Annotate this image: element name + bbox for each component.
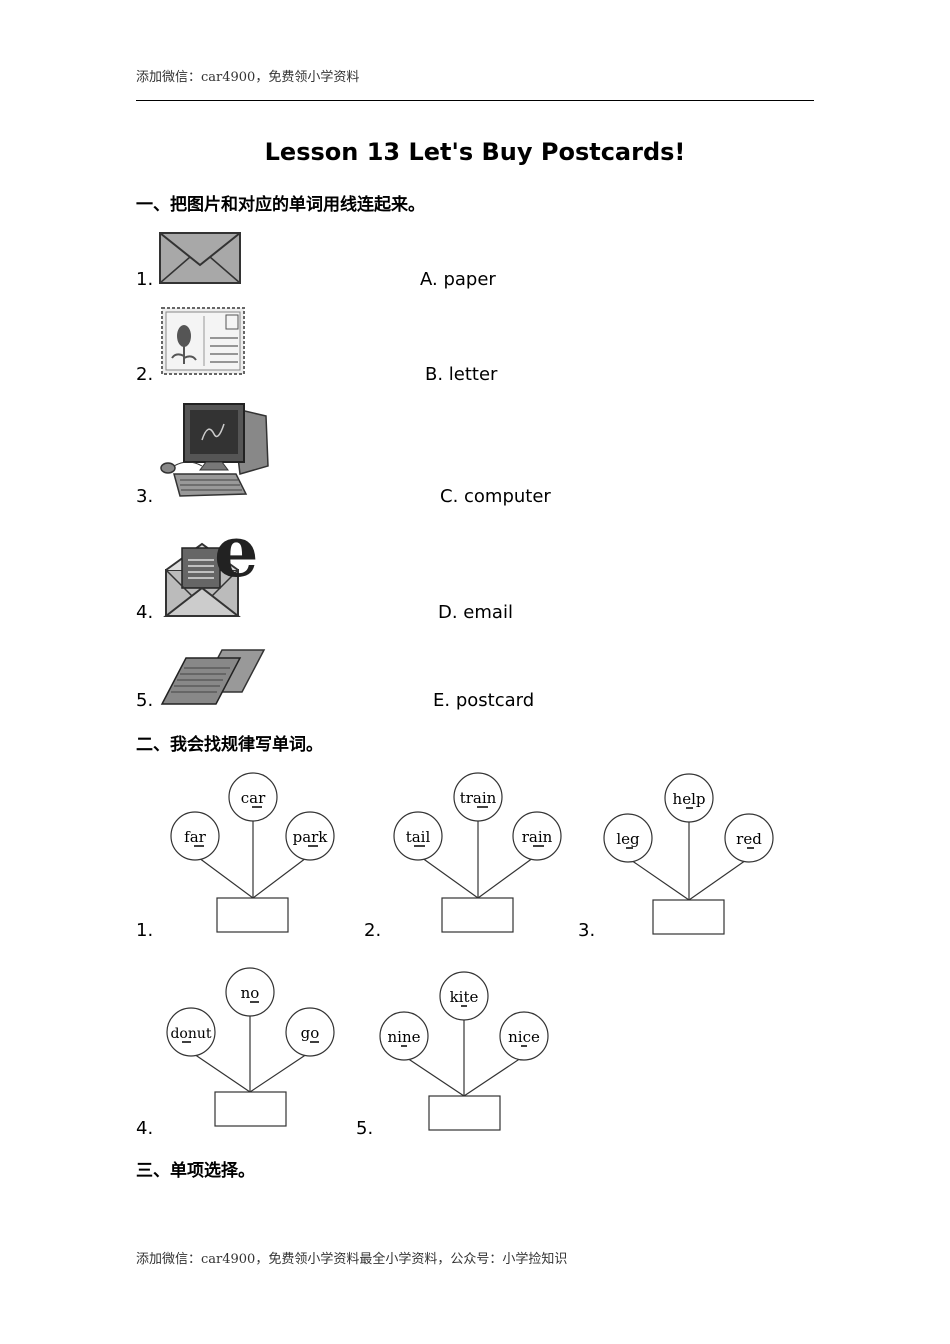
tree-2-word-left: tail: [406, 828, 431, 846]
tree-5-word-left: nine: [388, 1028, 421, 1046]
row-4-number: 4.: [136, 602, 154, 623]
email-icon: e: [163, 518, 259, 617]
footer-note: 添加微信：car4900，免费领小学资料最全小学资料，公众号：小学捡知识: [136, 1252, 568, 1267]
tree-1-word-left: far: [184, 828, 206, 846]
tree-5-word-top: kite: [450, 988, 479, 1006]
envelope-icon: [159, 232, 241, 284]
row-1-number: 1.: [136, 269, 154, 290]
tree-4-number: 4.: [136, 1118, 154, 1139]
option-c: C. computer: [440, 486, 551, 507]
option-b: B. letter: [425, 364, 498, 385]
svg-text:e: e: [214, 518, 259, 593]
tree-4-word-left: donut: [170, 1026, 211, 1042]
tree-4-word-right: go: [301, 1024, 320, 1042]
tree-3-number: 3.: [578, 920, 596, 941]
section-2-heading: 二、我会找规律写单词。: [136, 735, 323, 755]
row-3-number: 3.: [136, 486, 154, 507]
section-1-heading: 一、把图片和对应的单词用线连起来。: [136, 195, 425, 215]
row-2-number: 2.: [136, 364, 154, 385]
tree-3-answer-box[interactable]: [652, 899, 725, 935]
word-tree-1: far car park: [170, 772, 335, 933]
word-tree-3: leg help red: [603, 773, 774, 935]
tree-2-number: 2.: [364, 920, 382, 941]
computer-icon: [160, 403, 269, 497]
tree-5-number: 5.: [356, 1118, 374, 1139]
tree-1-word-right: park: [293, 828, 329, 846]
tree-5-word-right: nice: [508, 1028, 540, 1046]
tree-4-word-top: no: [241, 984, 260, 1002]
tree-5-answer-box[interactable]: [428, 1095, 501, 1131]
word-tree-5: nine kite nice: [379, 971, 549, 1131]
tree-1-word-top: car: [241, 789, 266, 807]
tree-3-word-left: leg: [616, 830, 640, 848]
header-note: 添加微信：car4900，免费领小学资料: [136, 70, 360, 85]
header-divider: [136, 100, 814, 101]
tree-2-word-top: train: [460, 789, 497, 807]
tree-4-answer-box[interactable]: [214, 1091, 287, 1127]
tree-3-word-top: help: [673, 790, 706, 808]
option-d: D. email: [438, 602, 513, 623]
tree-2-answer-box[interactable]: [441, 897, 514, 933]
option-a: A. paper: [420, 269, 496, 290]
tree-2-word-right: rain: [522, 828, 553, 846]
page-title: Lesson 13 Let's Buy Postcards!: [264, 138, 686, 166]
postcard-icon: [161, 307, 245, 375]
section-3-heading: 三、单项选择。: [136, 1161, 255, 1181]
tree-3-word-right: red: [736, 830, 762, 848]
word-tree-2: tail train rain: [393, 772, 562, 933]
paper-icon: [160, 649, 266, 705]
word-tree-4: donut no go: [166, 967, 335, 1127]
tree-1-answer-box[interactable]: [216, 897, 289, 933]
row-5-number: 5.: [136, 690, 154, 711]
tree-1-number: 1.: [136, 920, 154, 941]
option-e: E. postcard: [433, 690, 535, 711]
